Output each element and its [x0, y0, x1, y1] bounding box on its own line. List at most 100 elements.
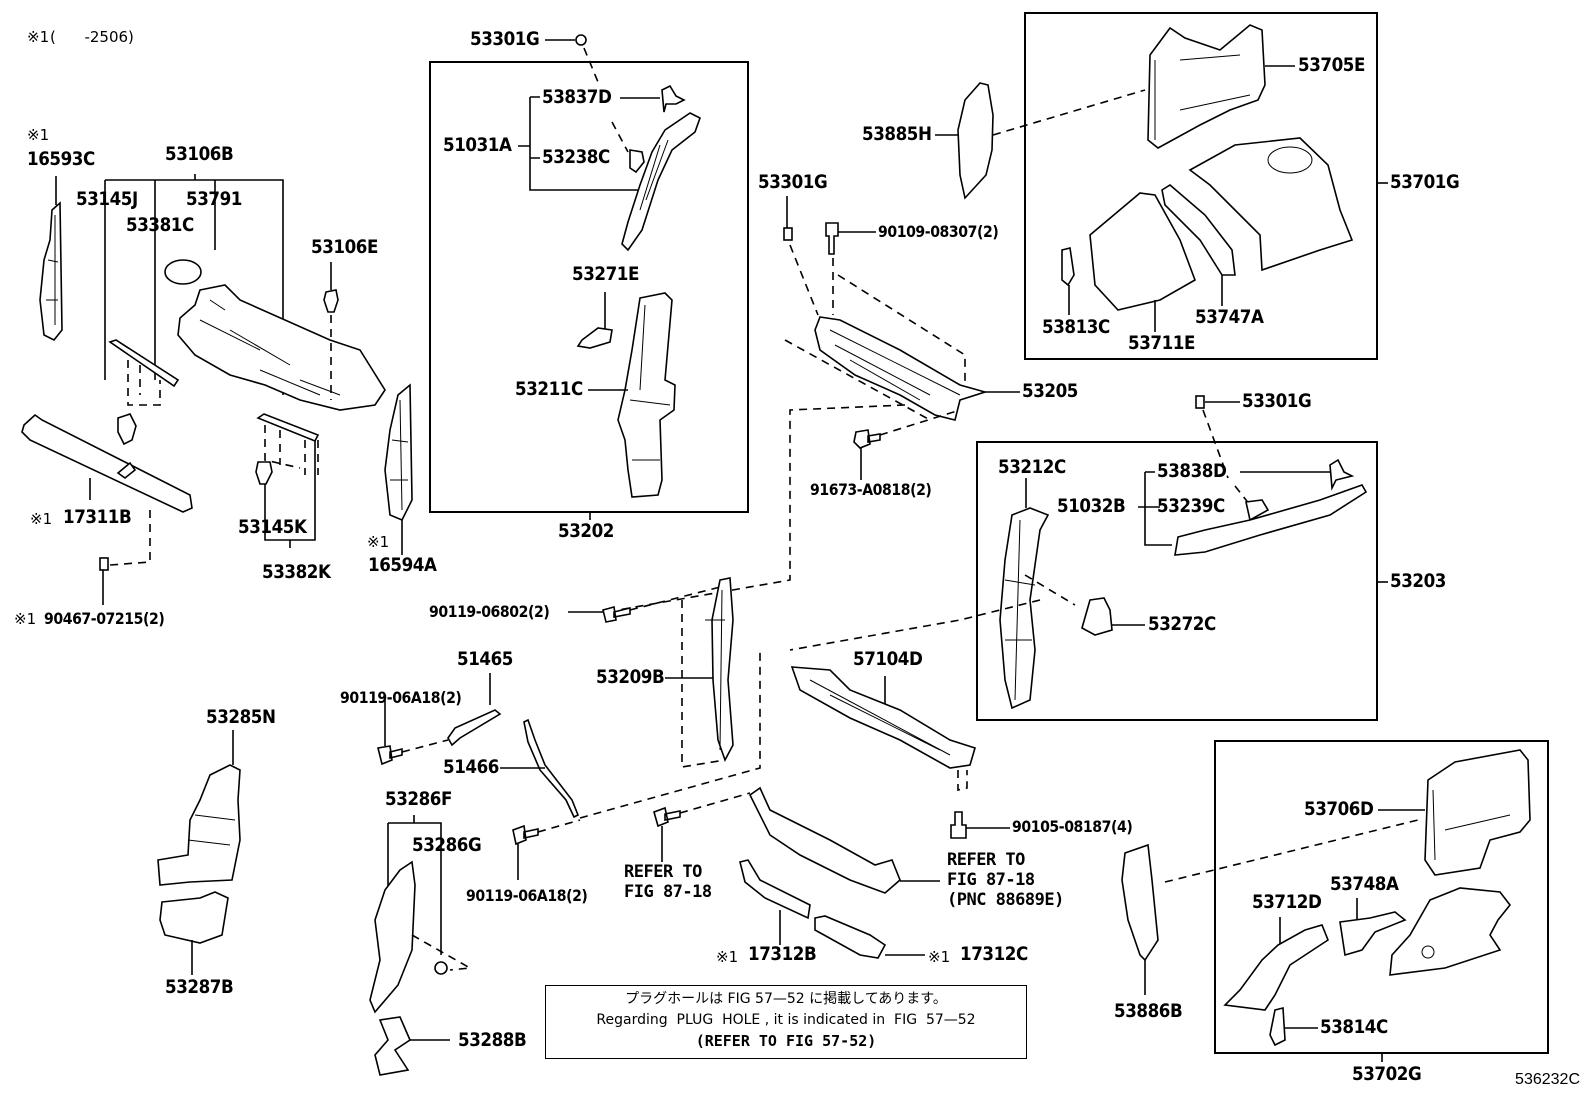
part-53301G-c[interactable]	[1195, 395, 1205, 409]
part-label-53382K[interactable]: 53382K	[262, 561, 331, 583]
part-51466[interactable]	[523, 718, 580, 819]
part-label-90119-06802[interactable]: 90119-06802(2)	[429, 602, 550, 621]
part-53837D[interactable]	[661, 84, 686, 113]
part-label-53106B[interactable]: 53106B	[165, 143, 234, 165]
part-17312C[interactable]	[814, 915, 887, 959]
part-label-53813C[interactable]: 53813C	[1042, 316, 1110, 338]
part-lower-rail[interactable]	[748, 786, 901, 894]
part-91673-A0818[interactable]	[853, 429, 881, 449]
part-90119-06A18-b[interactable]	[512, 824, 539, 846]
part-53301G-b[interactable]	[783, 227, 793, 241]
part-label-16593C[interactable]: 16593C	[27, 148, 95, 170]
part-label-17311B[interactable]: 17311B	[63, 506, 132, 528]
part-53211C[interactable]	[617, 292, 676, 498]
part-label-53287B[interactable]: 53287B	[165, 976, 234, 998]
part-53209B[interactable]	[705, 577, 734, 762]
part-label-53747A[interactable]: 53747A	[1195, 306, 1264, 328]
part-label-53202[interactable]: 53202	[558, 520, 614, 542]
part-label-91673-A0818[interactable]: 91673-A0818(2)	[810, 480, 932, 499]
part-label-53886B[interactable]: 53886B	[1114, 1000, 1183, 1022]
part-90467-07215[interactable]	[99, 557, 109, 571]
note-reference[interactable]: (REFER TO FIG 57-52)	[695, 1032, 877, 1050]
part-90119-06802[interactable]	[602, 605, 631, 623]
part-label-90119-06A18[interactable]: 90119-06A18(2)	[466, 886, 588, 905]
part-53238C[interactable]	[629, 149, 645, 174]
part-53145J[interactable]	[117, 413, 137, 446]
part-label-53712D[interactable]: 53712D	[1252, 891, 1322, 913]
refer-label[interactable]: REFER TO	[624, 862, 702, 882]
part-label-53286F[interactable]: 53286F	[385, 788, 452, 810]
part-53382K-strip[interactable]	[256, 413, 320, 443]
part-51031A[interactable]	[621, 112, 701, 252]
part-label-53791[interactable]: 53791	[186, 188, 242, 210]
part-label-53238C[interactable]: 53238C	[542, 146, 610, 168]
part-label-53301G[interactable]: 53301G	[1242, 390, 1312, 412]
part-label-53271E[interactable]: 53271E	[572, 263, 639, 285]
part-label-53106E[interactable]: 53106E	[311, 236, 378, 258]
part-label-53301G[interactable]: 53301G	[758, 171, 828, 193]
refer-label[interactable]: (PNC 88689E)	[947, 890, 1064, 910]
part-53711E[interactable]	[1089, 192, 1196, 311]
part-label-53285N[interactable]: 53285N	[206, 706, 276, 728]
part-label-17312B[interactable]: 17312B	[748, 943, 817, 965]
part-label-51032B[interactable]: 51032B	[1057, 495, 1126, 517]
part-53239C[interactable]	[1245, 499, 1270, 522]
part-refer-bolt[interactable]	[653, 806, 681, 828]
part-label-90467-07215[interactable]: 90467-07215(2)	[44, 609, 165, 628]
part-label-53286G[interactable]: 53286G	[412, 834, 482, 856]
part-53712D[interactable]	[1223, 924, 1329, 1011]
part-53288B[interactable]	[374, 1016, 412, 1076]
part-53702G-main[interactable]	[1389, 887, 1512, 976]
part-label-51465[interactable]: 51465	[457, 648, 513, 670]
part-label-57104D[interactable]: 57104D	[853, 648, 923, 670]
part-53838D[interactable]	[1329, 458, 1355, 491]
part-53813C[interactable]	[1061, 247, 1075, 287]
refer-label[interactable]: FIG 87-18	[624, 882, 712, 902]
part-label-53706D[interactable]: 53706D	[1304, 798, 1374, 820]
part-53286F[interactable]	[369, 860, 416, 1014]
part-label-53205[interactable]: 53205	[1022, 380, 1078, 402]
part-53287B[interactable]	[159, 891, 229, 944]
part-label-53203[interactable]: 53203	[1390, 570, 1446, 592]
part-label-53748A[interactable]: 53748A	[1330, 873, 1399, 895]
part-53748A[interactable]	[1339, 911, 1407, 957]
part-label-53239C[interactable]: 53239C	[1157, 495, 1225, 517]
part-53301G-a[interactable]	[575, 34, 587, 46]
part-label-53145K[interactable]: 53145K	[238, 516, 307, 538]
part-90105-08187[interactable]	[950, 811, 967, 839]
part-53205[interactable]	[814, 316, 988, 421]
part-label-53814C[interactable]: 53814C	[1320, 1016, 1388, 1038]
part-53886B[interactable]	[1121, 843, 1159, 962]
part-53706D[interactable]	[1424, 749, 1531, 876]
part-17311B[interactable]	[21, 413, 193, 513]
part-label-53212C[interactable]: 53212C	[998, 456, 1066, 478]
part-90119-06A18-a[interactable]	[377, 745, 403, 766]
part-53271E[interactable]	[576, 327, 613, 349]
part-16594A[interactable]	[384, 383, 413, 522]
part-53145K[interactable]	[255, 461, 273, 485]
part-label-53701G[interactable]: 53701G	[1390, 171, 1460, 193]
part-label-53288B[interactable]: 53288B	[458, 1029, 527, 1051]
part-label-53837D[interactable]: 53837D	[542, 86, 612, 108]
part-53285N[interactable]	[157, 764, 241, 886]
part-label-53301G[interactable]: 53301G	[470, 28, 540, 50]
part-label-16594A[interactable]: 16594A	[368, 554, 437, 576]
part-label-53211C[interactable]: 53211C	[515, 378, 583, 400]
part-label-90105-08187[interactable]: 90105-08187(4)	[1012, 817, 1133, 836]
part-53747A[interactable]	[1161, 184, 1236, 276]
part-51465[interactable]	[447, 709, 502, 747]
part-label-53838D[interactable]: 53838D	[1157, 460, 1227, 482]
part-label-51466[interactable]: 51466	[443, 756, 499, 778]
part-17312B[interactable]	[739, 859, 811, 920]
refer-label[interactable]: FIG 87-18	[947, 870, 1035, 890]
part-57104D[interactable]	[790, 666, 976, 769]
part-53272C[interactable]	[1081, 597, 1113, 636]
part-53885H[interactable]	[957, 82, 994, 200]
part-label-90109-08307[interactable]: 90109-08307(2)	[878, 222, 999, 241]
part-53106B-assembly[interactable]	[164, 259, 386, 411]
part-label-17312C[interactable]: 17312C	[960, 943, 1028, 965]
part-label-53381C[interactable]: 53381C	[126, 214, 194, 236]
refer-label[interactable]: REFER TO	[947, 850, 1025, 870]
part-label-53885H[interactable]: 53885H	[862, 123, 932, 145]
part-label-53145J[interactable]: 53145J	[76, 188, 138, 210]
